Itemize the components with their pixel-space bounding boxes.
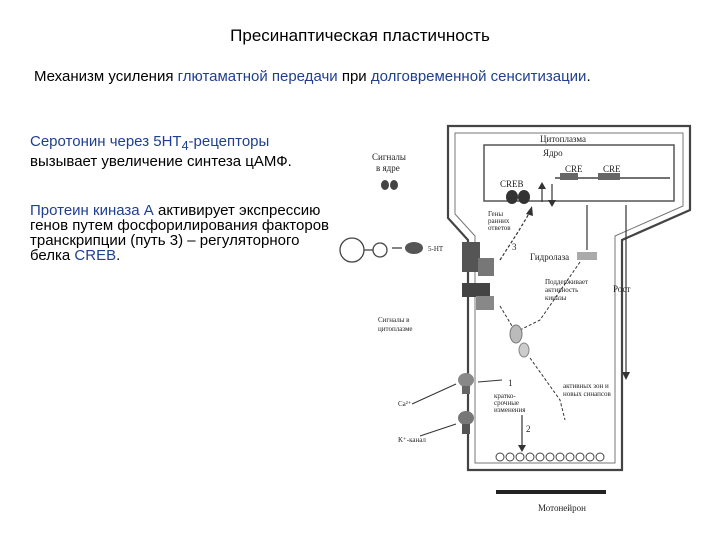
- short-term-label-2: срочные: [494, 399, 519, 407]
- synaptic-vesicles: [495, 452, 605, 462]
- k-channel-stem: [462, 424, 470, 434]
- adenylyl-cyclase: [478, 258, 494, 276]
- channel-1: [458, 373, 474, 387]
- subtitle: Механизм усиления глютаматной передачи п…: [34, 66, 614, 88]
- nucleus-label: Ядро: [543, 148, 563, 158]
- serotonin-ligand: [339, 237, 365, 263]
- cytoplasm-label: Цитоплазма: [540, 134, 586, 144]
- hydrolase-label: Гидролаза: [530, 252, 569, 262]
- serotonin-text-1: Серотонин через: [30, 133, 154, 150]
- g-protein-complex: [462, 242, 480, 272]
- kinase-label-3: киназы: [545, 294, 567, 302]
- motoneuron-label: Мотонейрон: [538, 503, 586, 513]
- cre-box-1: [560, 173, 578, 180]
- active-zones-label-1: активных зон и: [563, 382, 609, 390]
- cre-label-1: CRE: [565, 164, 583, 174]
- cyto-signal-2: [518, 342, 530, 358]
- receptor-icon: [405, 242, 423, 254]
- signals-cyto-label-2: цитоплазме: [378, 325, 413, 333]
- channel-1-stem: [462, 386, 470, 394]
- serotonin-paragraph: Серотонин через 5HT4-рецепторы вызывает …: [30, 134, 330, 169]
- synaptic-cleft-bar: [496, 490, 606, 494]
- serotonin-text-2: вызывает увеличение синтеза цАМФ.: [30, 153, 292, 170]
- growth-label: Рост: [613, 284, 631, 294]
- path-2-label: 2: [526, 424, 531, 434]
- hydrolase-box: [577, 252, 597, 260]
- receptor-subscript: 4: [181, 139, 189, 153]
- signals-nucleus-label-1: Сигналы: [372, 152, 406, 162]
- cyto-signal-arrow: [499, 305, 513, 327]
- subtitle-glutamate: глютаматной передачи: [177, 68, 338, 85]
- path-3-label: 3: [512, 242, 517, 252]
- calcium-arrow: [411, 383, 457, 405]
- receptor-name: 5HT: [153, 133, 182, 150]
- nucleus-arrow-head-1: [538, 182, 546, 189]
- kinase-label-2: активность: [545, 286, 578, 294]
- creb-protein-1: [506, 190, 518, 204]
- k-channel-arrow: [419, 423, 457, 437]
- kinase-label-1: Поддерживает: [545, 278, 588, 286]
- path-1-arrow: [477, 379, 503, 383]
- early-genes-label-1: Гены: [488, 210, 503, 218]
- short-term-label-3: изменения: [494, 406, 526, 414]
- page-title: Пресинаптическая пластичность: [230, 26, 490, 45]
- nuclear-signal-1: [381, 180, 389, 190]
- signals-cyto-label-1: Сигналы в: [378, 316, 410, 324]
- subtitle-long-term: долговременной сенситизации: [370, 68, 587, 85]
- nucleus-arrow-head-2: [548, 200, 556, 207]
- nucleus: [483, 144, 675, 202]
- signals-nucleus-label-2: в ядре: [376, 163, 400, 173]
- cre-label-2: CRE: [603, 164, 621, 174]
- path-3-arrow-head: [526, 206, 533, 216]
- growth-arrow-head: [622, 372, 630, 380]
- creb-protein-2: [518, 190, 530, 204]
- active-zones-label-2: новых синапсов: [563, 390, 611, 398]
- pka-text: активирует экспрессию генов путем фосфор…: [30, 202, 330, 264]
- cre-box-2: [598, 173, 620, 180]
- pka-paragraph: Протеин киназа А активирует экспрессию г…: [30, 203, 330, 263]
- early-genes-label-2: ранних: [488, 217, 510, 225]
- early-genes-label-3: ответов: [488, 224, 511, 232]
- subtitle-text-1: Механизм усиления: [34, 68, 178, 85]
- k-channel-icon: [458, 411, 474, 425]
- calcium-label: Ca²⁺: [398, 400, 412, 408]
- cyto-to-zones-arrow: [529, 357, 566, 421]
- cell-membrane-inner: [454, 132, 684, 464]
- creb-label: CREB: [500, 179, 524, 189]
- cell-membrane: [446, 124, 692, 472]
- cyto-signal-1: [509, 324, 523, 344]
- subtitle-period: .: [586, 68, 591, 85]
- creb-name: CREB: [74, 247, 117, 264]
- pka-name: Протеин киназа А: [30, 202, 154, 219]
- receptor-label: 5-HT: [428, 245, 444, 253]
- kinase-dashed-arrow: [519, 261, 581, 331]
- nuclear-signal-2: [390, 180, 398, 190]
- k-channel-label: K⁺-канал: [398, 436, 426, 444]
- short-term-label-1: кратко-: [494, 392, 516, 400]
- subtitle-text-2: при: [337, 68, 371, 85]
- camp-block: [462, 283, 490, 297]
- pka-period: .: [116, 247, 121, 264]
- path-1-label: 1: [508, 378, 513, 388]
- receptor-suffix: -рецепторы: [188, 133, 270, 150]
- path-3-arrow: [499, 211, 531, 261]
- pka-block: [476, 296, 494, 310]
- serotonin-ligand-2: [372, 242, 388, 258]
- path-2-arrow-head: [518, 445, 526, 452]
